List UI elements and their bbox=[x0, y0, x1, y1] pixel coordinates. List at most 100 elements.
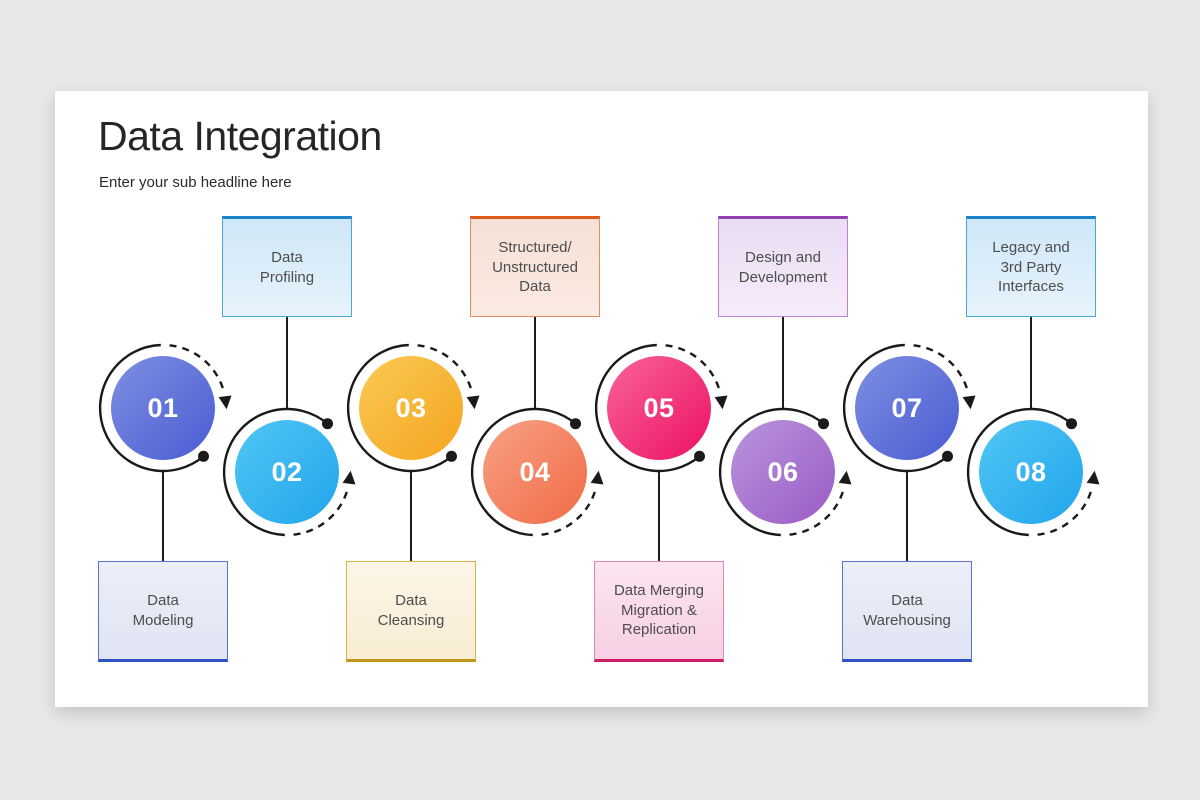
ring-dashed-arc bbox=[1037, 485, 1094, 536]
step-unit: Design and Development 06 bbox=[55, 91, 1148, 707]
step-number: 01 bbox=[147, 392, 179, 423]
step-label-box: Data Modeling bbox=[98, 561, 228, 662]
connector-line bbox=[286, 316, 288, 409]
step-number: 08 bbox=[1015, 456, 1047, 487]
step-label-box: Structured/ Unstructured Data bbox=[470, 216, 600, 317]
ring-solid-arc bbox=[346, 343, 453, 473]
step-label-box: Legacy and 3rd Party Interfaces bbox=[966, 216, 1096, 317]
step-unit: Legacy and 3rd Party Interfaces 0 bbox=[55, 91, 1148, 707]
step-label-box: Data Merging Migration & Replication bbox=[594, 561, 724, 662]
ring-end-dot-icon bbox=[942, 450, 953, 462]
ring-dashed-arc bbox=[789, 485, 846, 536]
connector-line bbox=[534, 316, 536, 409]
ring-solid-arc bbox=[222, 407, 329, 537]
arrowhead-icon bbox=[838, 470, 852, 485]
rotation-ring bbox=[718, 407, 852, 537]
connector-line bbox=[906, 471, 908, 561]
arrowhead-icon bbox=[962, 395, 976, 410]
ring-dashed-arc bbox=[913, 344, 970, 395]
ring-solid-arc bbox=[98, 343, 205, 473]
slide-subtitle: Enter your sub headline here bbox=[99, 174, 292, 191]
ring-dashed-arc bbox=[169, 344, 226, 395]
ring-dashed-arc bbox=[417, 344, 474, 395]
step-number-circle bbox=[359, 356, 463, 460]
step-unit: Structured/ Unstructured Data 04 bbox=[55, 91, 1148, 707]
arrowhead-icon bbox=[342, 470, 356, 485]
arrowhead-icon bbox=[714, 395, 728, 410]
step-circle: 06 bbox=[708, 397, 858, 547]
step-number: 02 bbox=[271, 456, 303, 487]
step-circle: 01 bbox=[88, 333, 238, 483]
connector-line bbox=[410, 471, 412, 561]
step-label: Structured/ Unstructured Data bbox=[492, 238, 578, 296]
connector-line bbox=[162, 471, 164, 561]
step-label: Data Profiling bbox=[259, 248, 315, 286]
step-number-circle bbox=[235, 420, 339, 524]
rotation-ring bbox=[222, 407, 356, 537]
ring-dashed-arc bbox=[541, 485, 598, 536]
step-unit: Data Modeling 01 bbox=[55, 91, 1148, 707]
ring-solid-arc bbox=[842, 343, 949, 473]
step-label: Data Modeling bbox=[132, 591, 194, 629]
step-number: 05 bbox=[643, 392, 675, 423]
step-label: Data Cleansing bbox=[377, 591, 445, 629]
ring-end-dot-icon bbox=[818, 418, 829, 430]
ring-end-dot-icon bbox=[198, 450, 209, 462]
ring-solid-arc bbox=[718, 407, 825, 537]
connector-line bbox=[782, 316, 784, 409]
ring-solid-arc bbox=[470, 407, 577, 537]
step-label: Legacy and 3rd Party Interfaces bbox=[992, 238, 1070, 296]
ring-end-dot-icon bbox=[570, 418, 581, 430]
slide-title: Data Integration bbox=[98, 113, 382, 159]
connector-line bbox=[658, 471, 660, 561]
rotation-ring bbox=[966, 407, 1100, 537]
step-number: 06 bbox=[767, 456, 799, 487]
rotation-ring bbox=[594, 343, 728, 473]
step-circle: 02 bbox=[212, 397, 362, 547]
step-unit: Data Merging Migration & Replication bbox=[55, 91, 1148, 707]
step-circle: 03 bbox=[336, 333, 486, 483]
ring-end-dot-icon bbox=[1066, 418, 1077, 430]
ring-end-dot-icon bbox=[322, 418, 333, 430]
step-circle: 04 bbox=[460, 397, 610, 547]
ring-end-dot-icon bbox=[694, 450, 705, 462]
step-number-circle bbox=[111, 356, 215, 460]
step-number: 03 bbox=[395, 392, 427, 423]
step-circle: 08 bbox=[956, 397, 1106, 547]
step-circle: 07 bbox=[832, 333, 982, 483]
ring-dashed-arc bbox=[293, 485, 350, 536]
step-label-box: Design and Development bbox=[718, 216, 848, 317]
step-unit: Data Cleansing 03 bbox=[55, 91, 1148, 707]
step-label: Data Merging Migration & Replication bbox=[613, 581, 705, 639]
rotation-ring bbox=[346, 343, 480, 473]
step-label: Data Warehousing bbox=[863, 591, 951, 629]
step-label: Design and Development bbox=[738, 248, 828, 286]
step-circle: 05 bbox=[584, 333, 734, 483]
step-number-circle bbox=[855, 356, 959, 460]
ring-end-dot-icon bbox=[446, 450, 457, 462]
connector-line bbox=[1030, 316, 1032, 409]
arrowhead-icon bbox=[1086, 470, 1100, 485]
step-label-box: Data Warehousing bbox=[842, 561, 972, 662]
arrowhead-icon bbox=[590, 470, 604, 485]
diagram-canvas: Data Modeling 01 bbox=[55, 91, 1148, 707]
step-number-circle bbox=[483, 420, 587, 524]
step-label-box: Data Cleansing bbox=[346, 561, 476, 662]
step-number-circle bbox=[979, 420, 1083, 524]
rotation-ring bbox=[842, 343, 976, 473]
ring-solid-arc bbox=[594, 343, 701, 473]
arrowhead-icon bbox=[218, 395, 232, 410]
ring-solid-arc bbox=[966, 407, 1073, 537]
step-label-box: Data Profiling bbox=[222, 216, 352, 317]
step-number-circle bbox=[731, 420, 835, 524]
step-unit: Data Warehousing 07 bbox=[55, 91, 1148, 707]
step-number: 04 bbox=[519, 456, 551, 487]
arrowhead-icon bbox=[466, 395, 480, 410]
rotation-ring bbox=[470, 407, 604, 537]
step-number-circle bbox=[607, 356, 711, 460]
step-unit: Data Profiling 02 bbox=[55, 91, 1148, 707]
ring-dashed-arc bbox=[665, 344, 722, 395]
slide-card: Data Integration Enter your sub headline… bbox=[55, 91, 1148, 707]
rotation-ring bbox=[98, 343, 232, 473]
